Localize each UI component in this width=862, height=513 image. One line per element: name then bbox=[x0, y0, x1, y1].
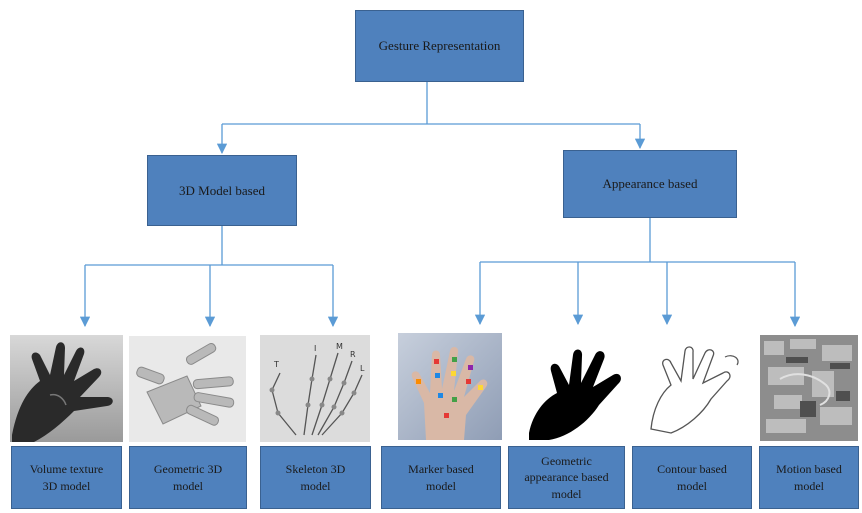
contour-hand-image bbox=[641, 333, 754, 440]
leaf-geometric-3d-box: Geometric 3D model bbox=[129, 446, 247, 509]
leaf-skeleton-3d-box: Skeleton 3D model bbox=[260, 446, 371, 509]
leaf-motion-based-label: Motion based model bbox=[776, 462, 842, 493]
leaf-geometric-appearance-box: Geometric appearance based model bbox=[508, 446, 625, 509]
finger-letter-i: I bbox=[314, 344, 316, 353]
finger-letter-r: R bbox=[350, 350, 356, 359]
branch-appearance-box: Appearance based bbox=[563, 150, 737, 218]
leaf-skeleton-3d-label: Skeleton 3D model bbox=[285, 462, 346, 493]
marker-based-hand-image bbox=[398, 333, 502, 440]
leaf-marker-based-box: Marker based model bbox=[381, 446, 501, 509]
branch-3d-model-label: 3D Model based bbox=[179, 182, 265, 198]
leaf-geometric-appearance-label: Geometric appearance based model bbox=[524, 454, 609, 501]
leaf-volume-texture-label: Volume texture 3D model bbox=[29, 462, 104, 493]
leaf-contour-based-box: Contour based model bbox=[632, 446, 752, 509]
skeleton-3d-hand-image: T I M R L bbox=[260, 335, 370, 442]
branch-appearance-label: Appearance based bbox=[602, 176, 698, 192]
geometric-3d-hand-image bbox=[129, 336, 246, 442]
finger-letter-t: T bbox=[273, 360, 279, 369]
leaf-marker-based-label: Marker based model bbox=[408, 462, 474, 493]
leaf-contour-based-label: Contour based model bbox=[657, 462, 727, 493]
root-node-box: Gesture Representation bbox=[355, 10, 524, 82]
motion-based-hand-image bbox=[760, 335, 858, 441]
geometric-appearance-hand-image bbox=[523, 333, 633, 440]
root-node-label: Gesture Representation bbox=[378, 38, 501, 54]
leaf-volume-texture-box: Volume texture 3D model bbox=[11, 446, 122, 509]
volume-texture-hand-image bbox=[10, 335, 123, 442]
finger-letter-l: L bbox=[360, 364, 365, 373]
leaf-geometric-3d-label: Geometric 3D model bbox=[153, 462, 223, 493]
leaf-motion-based-box: Motion based model bbox=[759, 446, 859, 509]
finger-letter-m: M bbox=[336, 342, 343, 351]
branch-3d-model-box: 3D Model based bbox=[147, 155, 297, 226]
